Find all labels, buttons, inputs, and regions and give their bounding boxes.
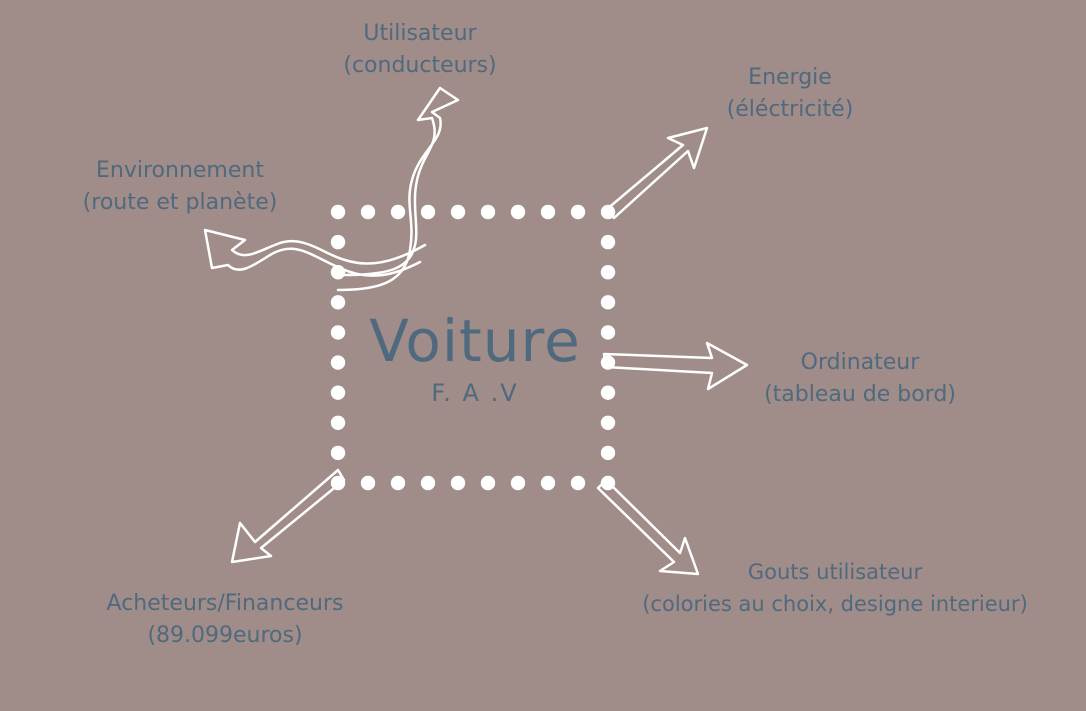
border-dot	[510, 204, 526, 220]
arrow-to-acheteurs	[230, 468, 346, 564]
border-dot	[480, 475, 496, 491]
node-acheteurs-detail: (89.099euros)	[147, 623, 303, 648]
node-environnement: Environnement (route et planète)	[50, 155, 310, 219]
border-dot	[600, 385, 616, 400]
border-dot	[540, 204, 556, 220]
border-dot	[450, 475, 466, 491]
border-dot	[330, 355, 346, 370]
wavy-arrow-to-utilisateur	[336, 86, 460, 292]
center-subtitle: F. A .V	[431, 379, 519, 407]
border-dot	[510, 475, 526, 491]
node-ordinateur: Ordinateur (tableau de bord)	[735, 347, 985, 411]
border-dot	[420, 475, 436, 491]
arrow-to-energie	[604, 126, 709, 220]
arrow-to-gouts	[596, 478, 700, 576]
node-energie: Energie (éléctricité)	[690, 62, 890, 126]
center-title: Voiture	[369, 307, 581, 375]
border-dot	[330, 325, 346, 340]
border-dot	[360, 204, 376, 220]
node-gouts: Gouts utilisateur (colories au choix, de…	[590, 556, 1080, 620]
border-dot	[330, 385, 346, 400]
border-dot	[540, 475, 556, 491]
border-dot	[390, 204, 406, 220]
border-dot	[330, 445, 346, 461]
border-dot	[570, 475, 586, 491]
node-ordinateur-detail: (tableau de bord)	[764, 382, 956, 407]
node-gouts-title: Gouts utilisateur	[747, 560, 923, 584]
node-utilisateur-detail: (conducteurs)	[343, 53, 497, 78]
border-dot	[600, 265, 616, 280]
border-dot	[600, 415, 616, 430]
border-dot	[330, 234, 346, 250]
border-dot	[600, 295, 616, 310]
node-environnement-title: Environnement	[96, 158, 264, 183]
border-dot	[420, 204, 436, 220]
dotted-square-border	[330, 204, 616, 491]
border-dot	[480, 204, 496, 220]
border-dot	[330, 415, 346, 430]
wavy-arrow-to-environnement	[203, 228, 427, 277]
border-dot	[330, 204, 346, 220]
node-utilisateur: Utilisateur (conducteurs)	[310, 18, 530, 82]
arrow-to-ordinateur	[602, 341, 749, 391]
node-acheteurs-title: Acheteurs/Financeurs	[106, 591, 344, 616]
node-energie-title: Energie	[748, 65, 832, 90]
node-acheteurs: Acheteurs/Financeurs (89.099euros)	[60, 588, 390, 652]
node-energie-detail: (éléctricité)	[726, 97, 854, 122]
node-environnement-detail: (route et planète)	[82, 190, 278, 215]
border-dot	[570, 204, 586, 220]
border-dot	[600, 325, 616, 340]
border-dot	[600, 234, 616, 250]
border-dot	[330, 295, 346, 310]
node-gouts-detail: (colories au choix, designe interieur)	[642, 592, 1028, 616]
border-dot	[360, 475, 376, 491]
border-dot	[450, 204, 466, 220]
border-dot	[600, 445, 616, 461]
node-ordinateur-title: Ordinateur	[800, 350, 920, 375]
border-dot	[390, 475, 406, 491]
node-utilisateur-title: Utilisateur	[363, 21, 477, 46]
